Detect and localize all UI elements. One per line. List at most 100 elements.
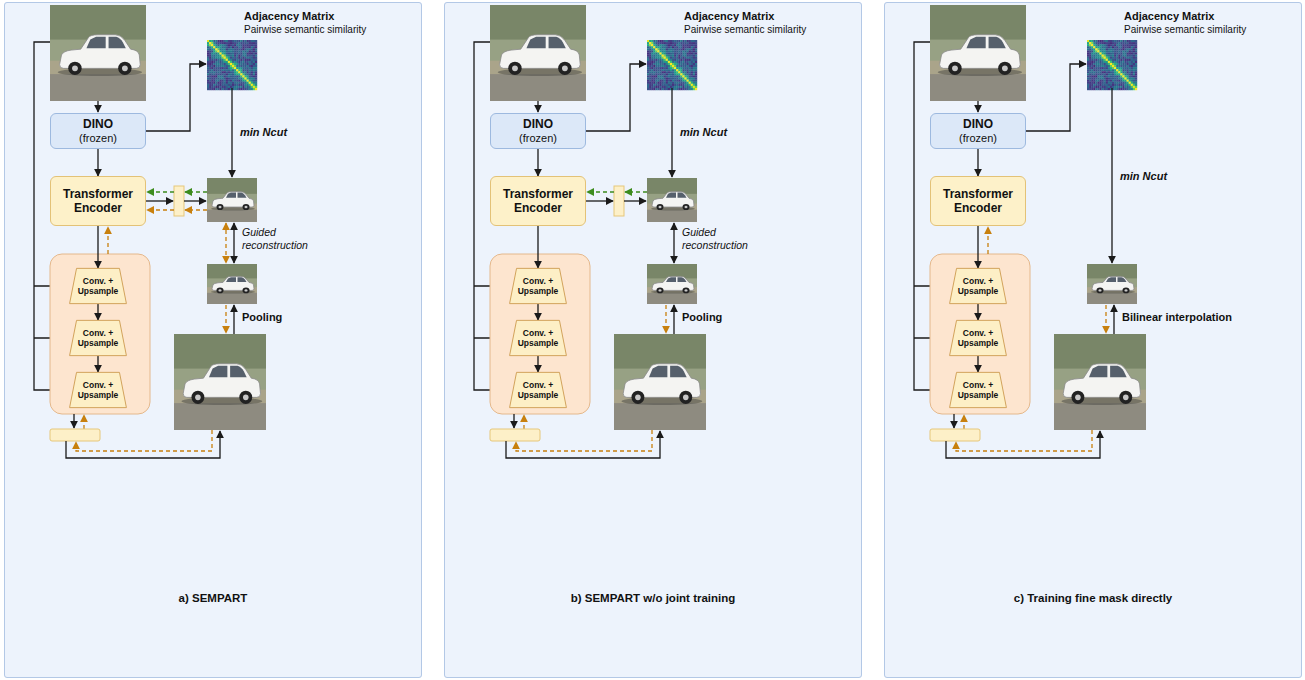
heatmap-cell: [662, 71, 664, 73]
car-window: [86, 37, 105, 49]
heatmap-cell: [242, 69, 244, 71]
heatmap-cell: [249, 53, 251, 55]
heatmap-cell: [1108, 65, 1110, 67]
box-label: (frozen): [519, 132, 557, 145]
heatmap-cell: [1087, 88, 1089, 90]
heatmap-cell: [1106, 86, 1108, 88]
car-window: [238, 277, 247, 282]
heatmap-cell: [662, 86, 664, 88]
heatmap-cell: [240, 63, 242, 65]
car-hub: [72, 65, 78, 71]
heatmap-cell: [670, 63, 672, 65]
heatmap-cell: [662, 78, 664, 80]
heatmap-cell: [678, 82, 680, 84]
heatmap-cell: [211, 40, 213, 42]
heatmap-cell: [1122, 75, 1124, 77]
heatmap-cell: [647, 73, 649, 75]
heatmap-cell: [1129, 84, 1131, 86]
heatmap-cell: [209, 71, 211, 73]
heatmap-cell: [649, 50, 651, 52]
conv-trapezoid: [510, 268, 567, 303]
heatmap-cell: [685, 88, 687, 90]
heatmap-cell: [1131, 80, 1133, 82]
heatmap-cell: [1110, 53, 1112, 55]
pooling-arrow: [1113, 305, 1114, 334]
heatmap-cell: [1095, 82, 1097, 84]
heatmap-cell: [693, 75, 695, 77]
heatmap-cell: [1125, 84, 1127, 86]
heatmap-cell: [1102, 73, 1104, 75]
heatmap-cell: [222, 82, 224, 84]
heatmap-cell: [660, 61, 662, 63]
heatmap-cell: [251, 65, 253, 67]
heatmap-cell: [1127, 75, 1129, 77]
heatmap-cell: [1112, 46, 1114, 48]
box-label: Transformer Encoder: [497, 187, 579, 216]
heatmap-cell: [666, 78, 668, 80]
heatmap-cell: [207, 50, 209, 52]
heatmap-cell: [245, 40, 247, 42]
heatmap-cell: [1095, 88, 1097, 90]
heatmap-cell: [1087, 84, 1089, 86]
heatmap-cell: [676, 80, 678, 82]
heatmap-cell: [687, 84, 689, 86]
heatmap-cell: [657, 86, 659, 88]
heatmap-cell: [676, 75, 678, 77]
heatmap-cell: [1087, 53, 1089, 55]
heatmap-cell: [651, 80, 653, 82]
heatmap-cell: [1125, 53, 1127, 55]
heatmap-cell: [1091, 50, 1093, 52]
heatmap-cell: [215, 63, 217, 65]
heatmap-cell: [651, 46, 653, 48]
heatmap-cell: [1091, 44, 1093, 46]
heatmap-cell: [680, 53, 682, 55]
heatmap-cell: [682, 44, 684, 46]
car-window: [1110, 366, 1127, 378]
heatmap-cell: [1135, 44, 1137, 46]
heatmap-cell: [1112, 75, 1114, 77]
heatmap-cell: [1108, 75, 1110, 77]
heatmap-cell: [689, 71, 691, 73]
heatmap-cell: [1112, 55, 1114, 57]
heatmap-cell: [1122, 84, 1124, 86]
heatmap-cell: [220, 57, 222, 59]
heatmap-cell: [1133, 78, 1135, 80]
heatmap-cell: [238, 61, 240, 63]
heatmap-cell: [1122, 67, 1124, 69]
heatmap-cell: [1106, 50, 1108, 52]
heatmap-cell: [666, 88, 668, 90]
car-wheel: [948, 62, 961, 75]
heatmap-cell: [1133, 55, 1135, 57]
conv-trapezoid: [510, 372, 567, 407]
heatmap-cell: [217, 86, 219, 88]
heatmap-cell: [209, 80, 211, 82]
pooling-arrow: [233, 305, 234, 334]
heatmap-cell: [662, 40, 664, 42]
heatmap-cell: [255, 86, 257, 88]
flow-connector: [97, 304, 98, 320]
heatmap-cell: [1102, 69, 1104, 71]
heatmap-cell: [647, 63, 649, 65]
heatmap-cell: [657, 40, 659, 42]
heatmap-cell: [657, 75, 659, 77]
heatmap-cell: [1097, 80, 1099, 82]
heatmap-cell: [689, 44, 691, 46]
heatmap-cell: [1118, 75, 1120, 77]
heatmap-cell: [1118, 69, 1120, 71]
heatmap-cell: [649, 88, 651, 90]
heatmap-cell: [695, 59, 697, 61]
heatmap-cell: [676, 53, 678, 55]
heatmap-cell: [666, 73, 668, 75]
heatmap-cell: [1112, 71, 1114, 73]
heatmap-cell: [682, 84, 684, 86]
heatmap-cell: [236, 59, 238, 61]
heatmap-cell: [222, 78, 224, 80]
heatmap-cell: [685, 42, 687, 44]
heatmap-cell: [240, 73, 242, 75]
car-window: [238, 193, 247, 198]
heatmap-cell: [1106, 55, 1108, 57]
heatmap-cell: [1106, 73, 1108, 75]
ncut-gradient-arrow: [147, 191, 174, 192]
heatmap-cell: [674, 61, 676, 63]
heatmap-cell: [672, 44, 674, 46]
